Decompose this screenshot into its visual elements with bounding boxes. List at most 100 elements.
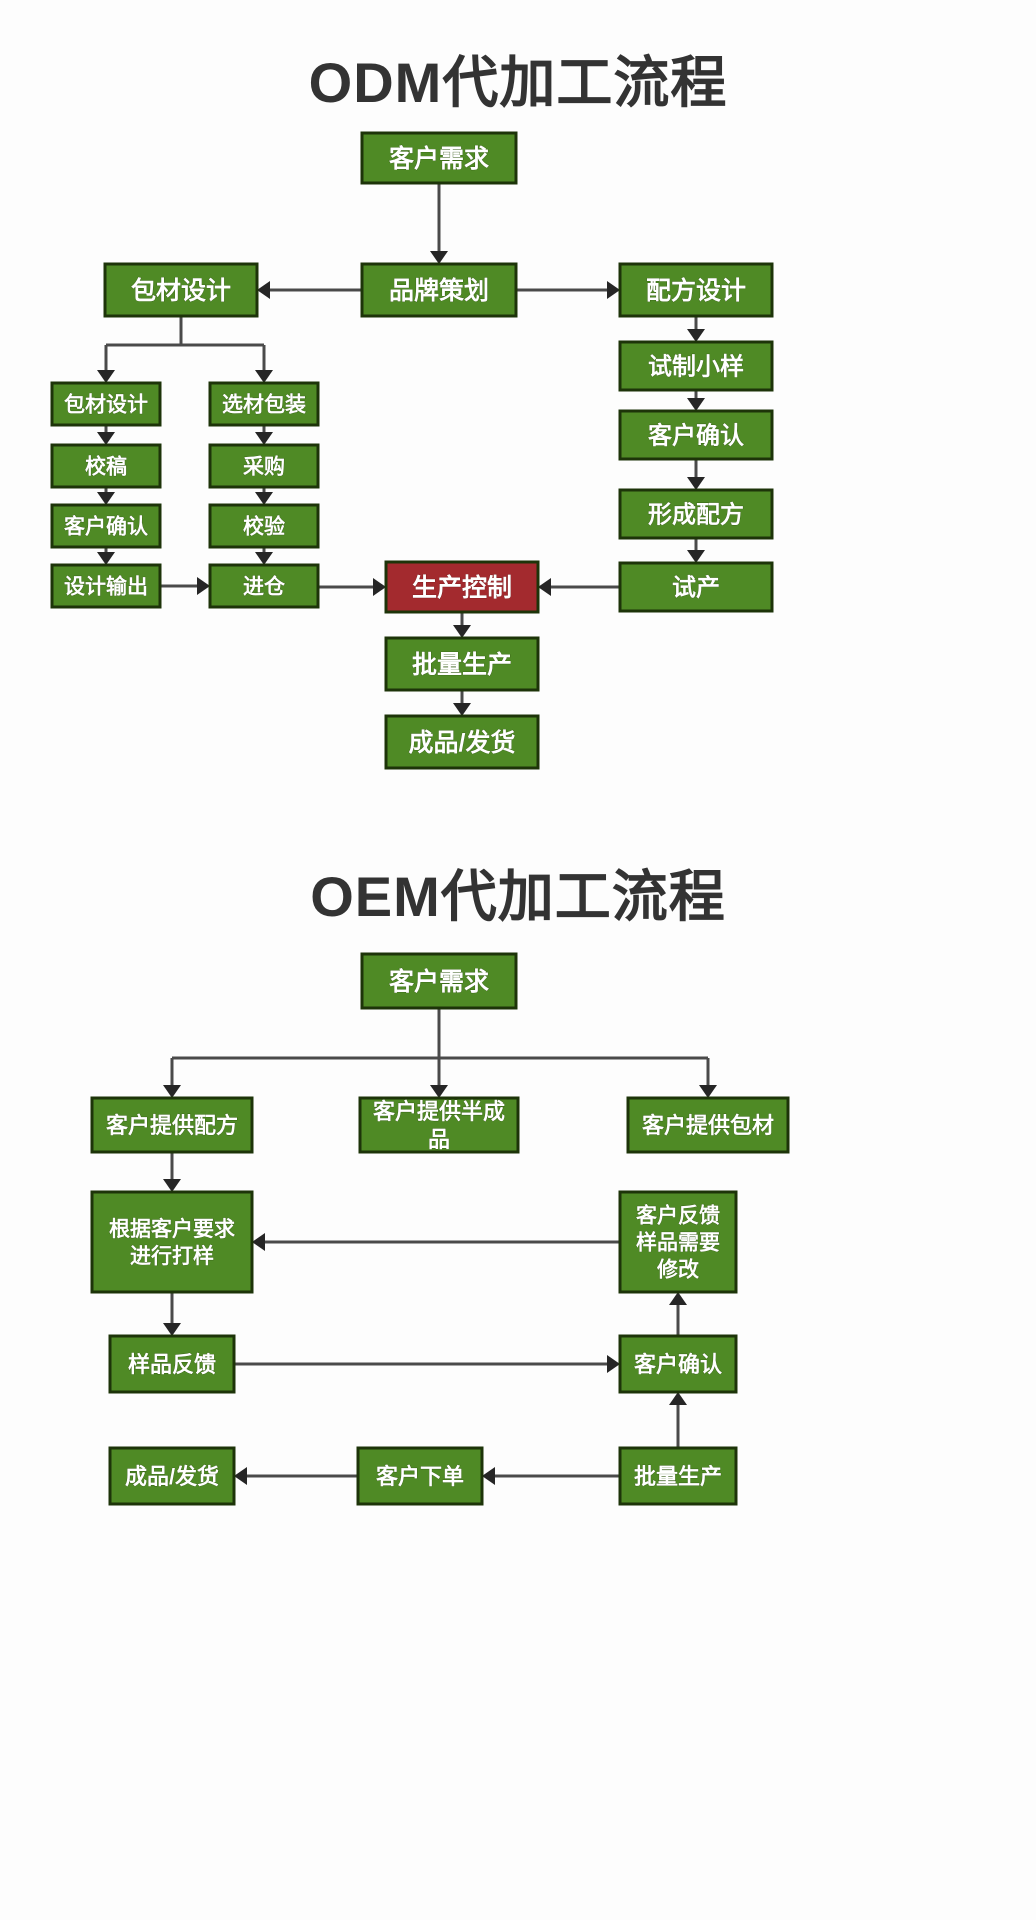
oem-customer-demand-box xyxy=(360,952,518,1010)
odm-formula-formed[interactable]: 形成配方 xyxy=(618,488,774,540)
odm-brand-planning[interactable]: 品牌策划 xyxy=(360,262,518,318)
odm-finished-shipping[interactable]: 成品/发货 xyxy=(384,714,540,770)
edge-output-to-warehouse-arrowhead xyxy=(197,577,210,595)
odm-formula-formed-label: 形成配方 xyxy=(648,501,744,529)
edge-oem-sample-feedback-arrowhead xyxy=(163,1323,181,1336)
odm-purchase[interactable]: 采购 xyxy=(208,443,320,489)
oem-customer-confirm-label: 客户确认 xyxy=(634,1352,722,1377)
oem-feedback-revise-label: 客户反馈样品需要修改 xyxy=(636,1204,720,1282)
odm-formula-formed-box xyxy=(618,488,774,540)
odm-customer-confirm-left-box xyxy=(50,503,162,549)
oem-mass-production[interactable]: 批量生产 xyxy=(618,1446,738,1506)
edge-warehouse-to-control-arrowhead xyxy=(373,578,386,596)
oem-place-order-box xyxy=(356,1446,484,1506)
edge-oem-arrow-3-arrowhead xyxy=(699,1085,717,1098)
odm-production-control-label: 生产控制 xyxy=(412,574,512,602)
oem-make-sample-label: 根据客户要求进行打样 xyxy=(109,1217,235,1268)
odm-trial-sample-label: 试制小样 xyxy=(648,353,744,381)
edge-control-mass-arrowhead xyxy=(453,625,471,638)
edge-insp-warehouse-arrowhead xyxy=(255,552,273,565)
odm-warehouse-in[interactable]: 进仓 xyxy=(208,563,320,609)
edge-purchase-insp-arrowhead xyxy=(255,492,273,505)
edge-pkg2-proof-arrowhead xyxy=(97,432,115,445)
odm-design-output[interactable]: 设计输出 xyxy=(50,563,162,609)
edge-formula-trial-arrowhead xyxy=(687,329,705,342)
edge-oem-arrow-2-arrowhead xyxy=(430,1085,448,1098)
oem-customer-formula-box xyxy=(90,1096,254,1154)
odm-production-control-box xyxy=(384,560,540,614)
odm-package-design-box xyxy=(103,262,259,318)
odm-formula-design[interactable]: 配方设计 xyxy=(618,262,774,318)
edge-oem-order-finished-arrowhead xyxy=(234,1467,247,1485)
oem-place-order-label: 客户下单 xyxy=(376,1464,464,1489)
odm-customer-confirm-right[interactable]: 客户确认 xyxy=(618,409,774,461)
edge-confirm-output-arrowhead xyxy=(97,552,115,565)
edge-mat-purchase-arrowhead xyxy=(255,432,273,445)
odm-brand-planning-box xyxy=(360,262,518,318)
oem-make-sample[interactable]: 根据客户要求进行打样 xyxy=(90,1190,254,1294)
odm-formula-design-label: 配方设计 xyxy=(646,276,746,305)
odm-customer-confirm-right-box xyxy=(618,409,774,461)
oem-sample-feedback[interactable]: 样品反馈 xyxy=(108,1334,236,1394)
odm-package-design-label: 包材设计 xyxy=(131,276,231,305)
odm-design-output-label: 设计输出 xyxy=(64,575,148,599)
odm-package-design[interactable]: 包材设计 xyxy=(103,262,259,318)
odm-trial-sample[interactable]: 试制小样 xyxy=(618,340,774,392)
edge-confirm-formed-arrowhead xyxy=(687,477,705,490)
edge-oem-feedback-confirm-arrowhead xyxy=(607,1355,620,1373)
odm-warehouse-in-label: 进仓 xyxy=(243,575,286,599)
odm-package-design-2[interactable]: 包材设计 xyxy=(50,381,162,427)
oem-section-title: OEM代加工流程 xyxy=(310,865,726,928)
odm-mass-production-box xyxy=(384,636,540,692)
odm-trial-production-box xyxy=(618,561,774,613)
oem-customer-semifinished[interactable]: 客户提供半成品 xyxy=(358,1096,520,1154)
odm-proofreading[interactable]: 校稿 xyxy=(50,443,162,489)
odm-customer-confirm-right-label: 客户确认 xyxy=(648,422,744,450)
oem-customer-package[interactable]: 客户提供包材 xyxy=(626,1096,790,1154)
oem-customer-package-label: 客户提供包材 xyxy=(642,1113,774,1138)
oem-customer-confirm[interactable]: 客户确认 xyxy=(618,1334,738,1394)
edge-package-arrow-left-arrowhead xyxy=(97,370,115,383)
odm-trial-production[interactable]: 试产 xyxy=(618,561,774,613)
odm-production-control[interactable]: 生产控制 xyxy=(384,560,540,614)
edge-oem-formula-sample-arrowhead xyxy=(163,1179,181,1192)
oem-make-sample-box xyxy=(90,1190,254,1294)
oem-feedback-revise-box xyxy=(618,1190,738,1294)
odm-design-output-box xyxy=(50,563,162,609)
odm-mass-production-label: 批量生产 xyxy=(412,651,512,679)
oem-customer-semifinished-label: 客户提供半成品 xyxy=(373,1099,505,1152)
oem-finished-shipping-label: 成品/发货 xyxy=(125,1464,219,1489)
odm-customer-confirm-left-label: 客户确认 xyxy=(64,515,148,539)
edge-oem-mass-order-arrowhead xyxy=(482,1467,495,1485)
odm-flow-group: 客户需求品牌策划包材设计配方设计试制小样客户确认形成配方试产包材设计校稿客户确认… xyxy=(50,131,774,770)
edge-demand-to-brand-arrowhead xyxy=(430,251,448,264)
odm-customer-demand[interactable]: 客户需求 xyxy=(360,131,518,185)
odm-package-design-2-label: 包材设计 xyxy=(64,393,148,417)
odm-mass-production[interactable]: 批量生产 xyxy=(384,636,540,692)
oem-place-order[interactable]: 客户下单 xyxy=(356,1446,484,1506)
oem-customer-demand[interactable]: 客户需求 xyxy=(360,952,518,1010)
oem-mass-production-label: 批量生产 xyxy=(634,1464,722,1489)
odm-inspection-box xyxy=(208,503,320,549)
odm-brand-planning-label: 品牌策划 xyxy=(389,276,489,305)
odm-material-packaging[interactable]: 选材包装 xyxy=(208,381,320,427)
edge-formed-trialprod-arrowhead xyxy=(687,550,705,563)
odm-inspection[interactable]: 校验 xyxy=(208,503,320,549)
odm-purchase-label: 采购 xyxy=(243,455,285,479)
oem-finished-shipping[interactable]: 成品/发货 xyxy=(108,1446,236,1506)
oem-customer-formula[interactable]: 客户提供配方 xyxy=(90,1096,254,1154)
oem-customer-confirm-box xyxy=(618,1334,738,1394)
edge-package-split xyxy=(104,316,266,377)
oem-feedback-revise[interactable]: 客户反馈样品需要修改 xyxy=(618,1190,738,1294)
oem-sample-feedback-box xyxy=(108,1334,236,1394)
odm-customer-demand-box xyxy=(360,131,518,185)
odm-formula-design-box xyxy=(618,262,774,318)
edge-brand-to-package-arrowhead xyxy=(257,281,270,299)
odm-customer-confirm-left[interactable]: 客户确认 xyxy=(50,503,162,549)
edge-oem-confirm-revise-arrowhead xyxy=(669,1292,687,1305)
oem-customer-formula-label: 客户提供配方 xyxy=(106,1113,238,1138)
edge-trial-confirm-arrowhead xyxy=(687,398,705,411)
oem-finished-shipping-box xyxy=(108,1446,236,1506)
odm-section-title: ODM代加工流程 xyxy=(308,51,728,114)
